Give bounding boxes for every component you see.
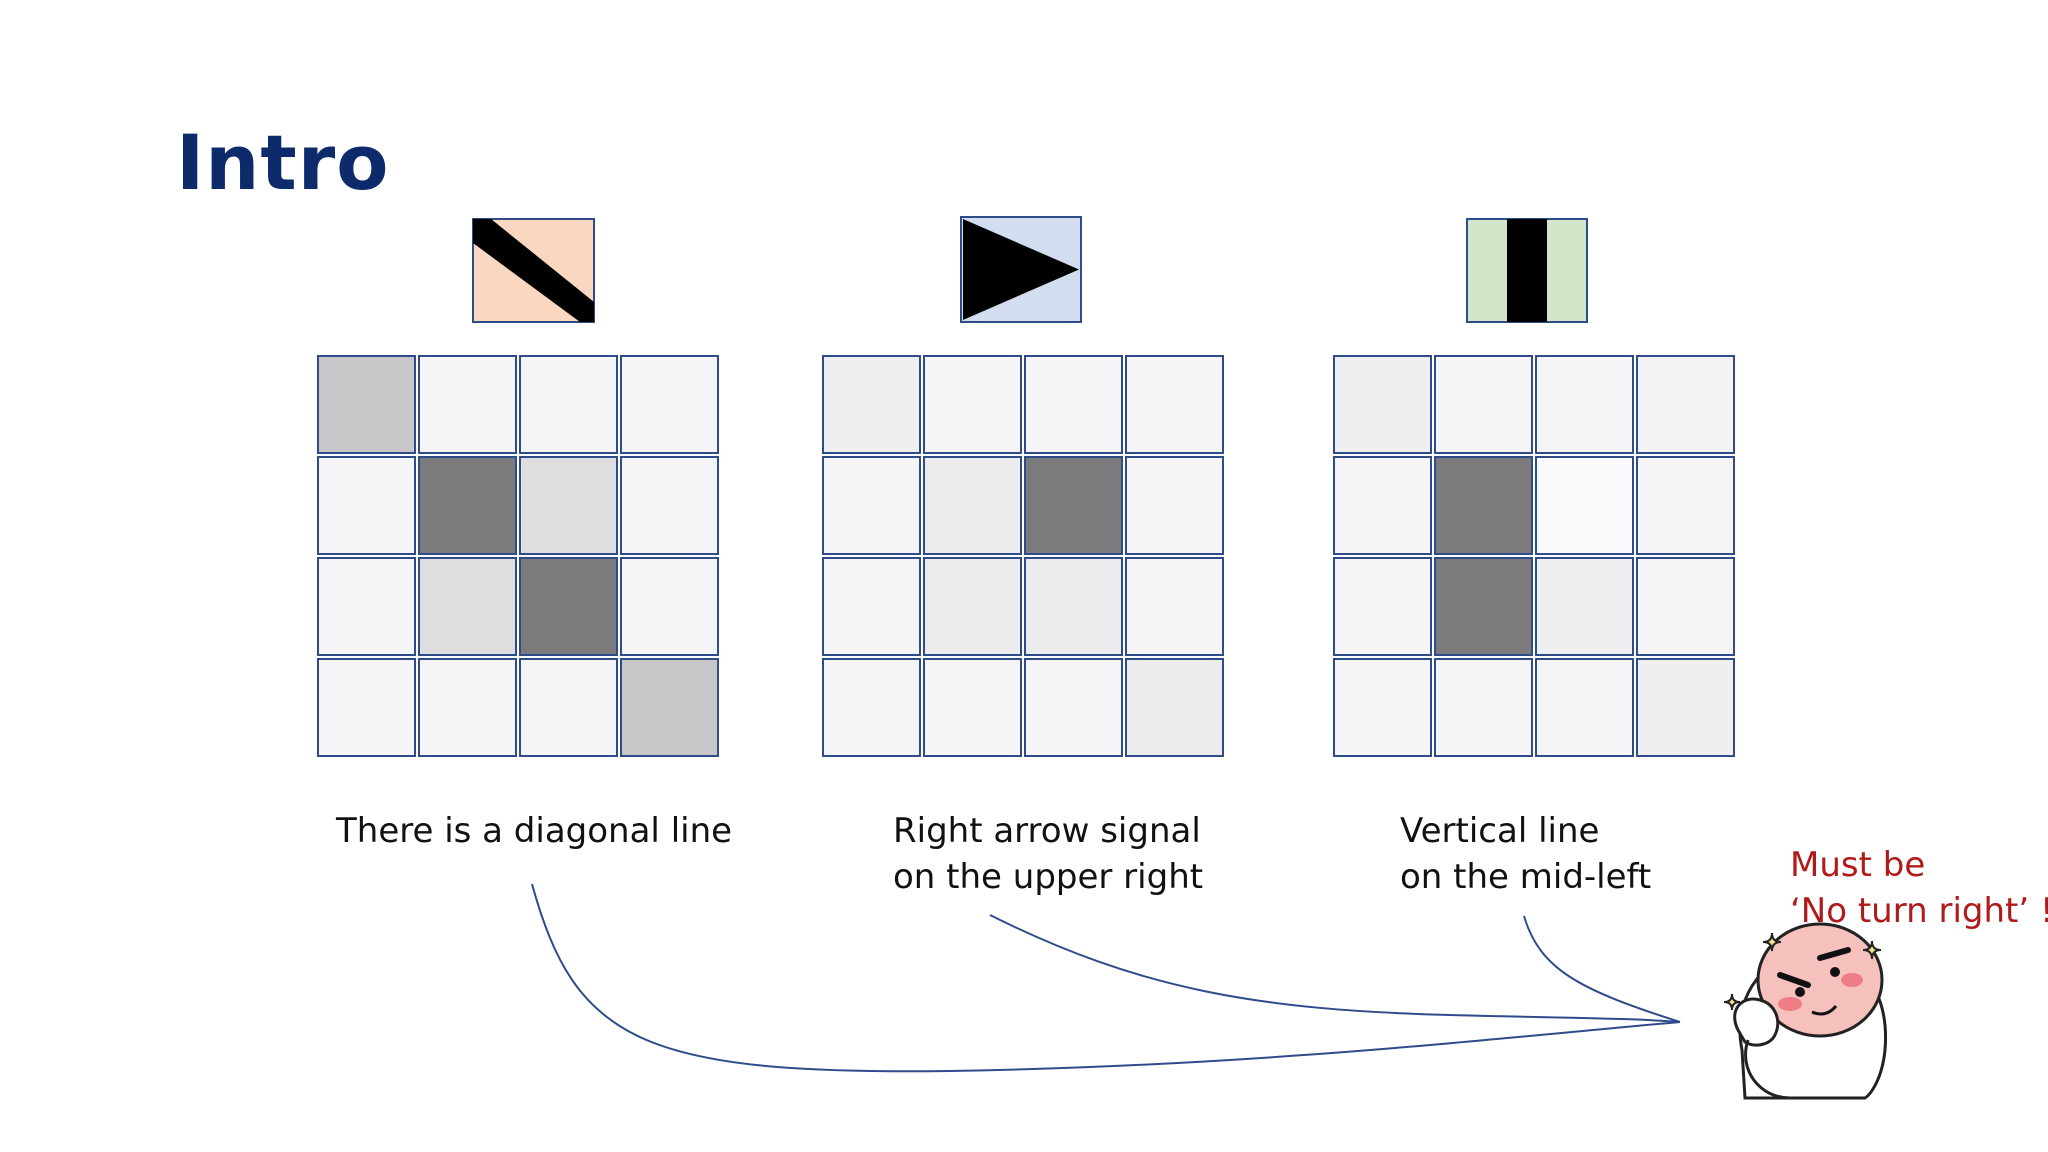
grid-cell [1125, 456, 1224, 555]
caption-line: on the mid-left [1400, 857, 1652, 897]
grid-cell [519, 658, 618, 757]
grid-cell [620, 355, 719, 454]
caption-line: There is a diagonal line [336, 811, 733, 851]
grid-cell [418, 557, 517, 656]
grid-cell [519, 456, 618, 555]
caption-line: Vertical line [1400, 811, 1600, 851]
vertical-line-icon [1466, 218, 1588, 323]
grid-cell [1125, 355, 1224, 454]
grid-cell [1333, 456, 1432, 555]
grid-cell [1535, 355, 1634, 454]
grid-cell [822, 456, 921, 555]
grid-cell [1024, 355, 1123, 454]
grid-cell [1434, 658, 1533, 757]
connector-curve [531, 883, 1681, 1073]
caption-vertical: Vertical line on the mid-left [1400, 808, 1651, 900]
diagonal-stroke [473, 219, 594, 322]
grid-cell [1636, 557, 1735, 656]
grid-cell [1434, 355, 1533, 454]
grid-cell [1333, 658, 1432, 757]
grid-cell [923, 355, 1022, 454]
thinking-peach-mascot-icon [1723, 922, 1888, 1100]
grid-cell [1024, 456, 1123, 555]
grid-cell [1024, 658, 1123, 757]
arrow-triangle [963, 219, 1079, 320]
grid-cell [418, 658, 517, 757]
feature-grid [822, 355, 1224, 757]
grid-cell [1333, 557, 1432, 656]
caption-line: on the upper right [893, 857, 1204, 897]
grid-cell [1434, 557, 1533, 656]
grid-cell [1125, 658, 1224, 757]
grid-cell [1636, 355, 1735, 454]
caption-right-arrow: Right arrow signal on the upper right [893, 808, 1203, 900]
connector-curve [989, 914, 1681, 1023]
grid-cell [822, 557, 921, 656]
grid-cell [317, 456, 416, 555]
grid-cell [418, 456, 517, 555]
grid-cell [317, 658, 416, 757]
grid-cell [923, 658, 1022, 757]
diagonal-line-icon [472, 218, 595, 323]
exclamation-line: Must be [1790, 845, 1926, 885]
sparkle-icon [1862, 940, 1882, 960]
grid-cell [923, 557, 1022, 656]
grid-cell [1024, 557, 1123, 656]
grid-cell [923, 456, 1022, 555]
caption-line: Right arrow signal [893, 811, 1201, 851]
sparkle-icon [1723, 993, 1741, 1011]
right-arrow-icon [960, 216, 1082, 323]
grid-cell [1636, 658, 1735, 757]
grid-cell [620, 557, 719, 656]
grid-cell [519, 557, 618, 656]
grid-cell [620, 658, 719, 757]
grid-cell [1125, 557, 1224, 656]
exclamation-line: ‘No turn right’ ! [1790, 891, 2048, 931]
vertical-bar [1507, 219, 1547, 322]
grid-cell [620, 456, 719, 555]
sparkle-icon [1762, 932, 1782, 952]
grid-cell [519, 355, 618, 454]
grid-cell [418, 355, 517, 454]
grid-cell [822, 355, 921, 454]
grid-cell [1333, 355, 1432, 454]
grid-cell [1535, 456, 1634, 555]
exclamation-text: Must be ‘No turn right’ ! [1790, 842, 2048, 934]
feature-grid [317, 355, 719, 757]
grid-cell [1434, 456, 1533, 555]
grid-cell [1535, 658, 1634, 757]
grid-cell [317, 557, 416, 656]
grid-cell [317, 355, 416, 454]
slide-title: Intro [176, 118, 390, 207]
grid-cell [822, 658, 921, 757]
feature-grid [1333, 355, 1735, 757]
grid-cell [1535, 557, 1634, 656]
grid-cell [1636, 456, 1735, 555]
caption-diagonal: There is a diagonal line [336, 808, 732, 854]
connector-curve [1523, 915, 1681, 1023]
